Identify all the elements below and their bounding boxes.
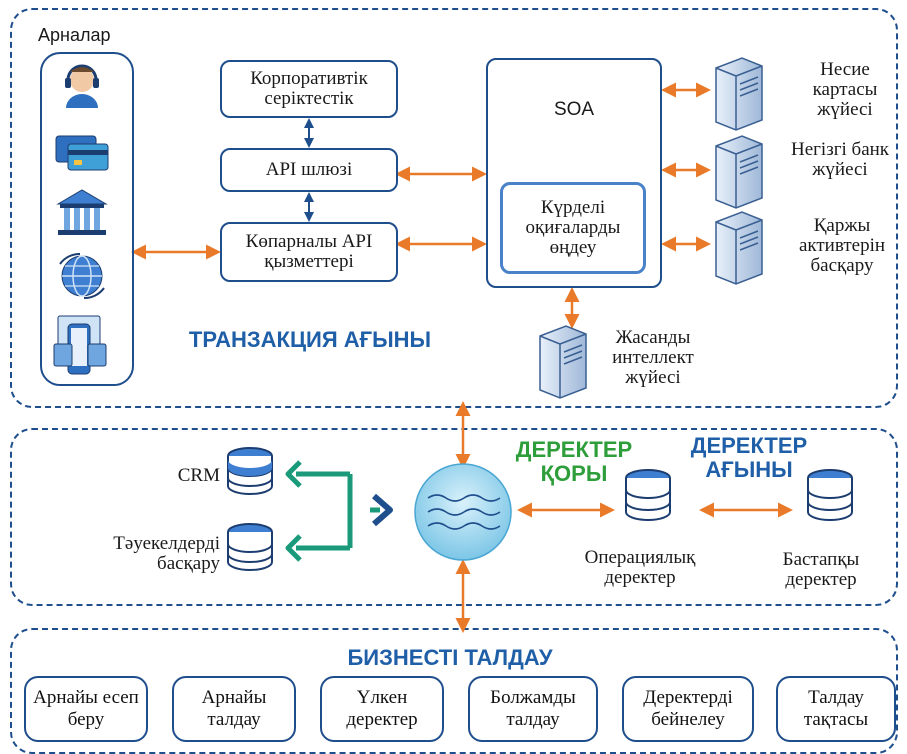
business-item-adhoc-analysis: Арнайы талдау [172,676,296,742]
transaction-panel [10,8,898,408]
fork-arrows [285,460,380,562]
complex-event-box: Күрделі оқиғаларды өңдеу [500,182,646,274]
crm-label: CRM [177,465,220,486]
database-icon-risk [227,523,273,571]
data-panel [10,428,898,606]
database-icon-crm [227,447,273,495]
devices-icon [53,315,107,375]
multichannel-api-box: Көпарналы API қызметтері [220,222,398,282]
business-item-predictive: Болжамды талдау [468,676,598,742]
data-flow-title: ДЕРЕКТЕР АҒЫНЫ [690,433,808,482]
server-icon-ai [539,325,587,399]
business-panel [10,628,898,754]
risk-management-label: Тәуекелдерді басқару [113,533,220,574]
business-item-dashboard: Талдау тақтасы [776,676,896,742]
business-item-visualization: Деректерді бейнелеу [622,676,754,742]
credit-card-system-label: Несие картасы жүйесі [812,59,878,120]
core-bank-system-label: Негізгі банк жүйесі [790,139,890,180]
server-icon-credit [715,57,763,131]
operational-data-label: Операциялық деректер [584,547,696,588]
fork-chevron [372,493,393,527]
data-lake-title: ДЕРЕКТЕР ҚОРЫ [515,437,633,486]
database-icon-source [807,469,853,521]
server-icon-core [715,135,763,209]
globe-icon [59,252,105,300]
data-lake-icon [414,463,512,561]
business-analysis-title: БИЗНЕСТІ ТАЛДАУ [347,645,553,670]
headset-agent-icon [65,64,99,108]
transaction-flow-title: ТРАНЗАКЦИЯ АҒЫНЫ [188,327,432,352]
server-icon-asset [715,211,763,285]
api-gateway-box: API шлюзі [220,148,398,192]
source-data-label: Бастапқы деректер [782,549,860,590]
business-item-reporting: Арнайы есеп беру [24,676,148,742]
ai-system-label: Жасанды интеллект жүйесі [612,327,694,388]
bank-building-icon [56,189,108,235]
database-icon-operational [625,469,671,521]
credit-card-icon [55,135,109,171]
soa-label: SOA [553,99,595,120]
business-item-big-data: Үлкен деректер [320,676,444,742]
partnership-box: Корпоративтік серіктестік [220,60,398,118]
channels-column [40,52,134,386]
asset-management-label: Қаржы активтерін басқару [798,215,886,276]
channels-label: Арналар [38,25,111,45]
